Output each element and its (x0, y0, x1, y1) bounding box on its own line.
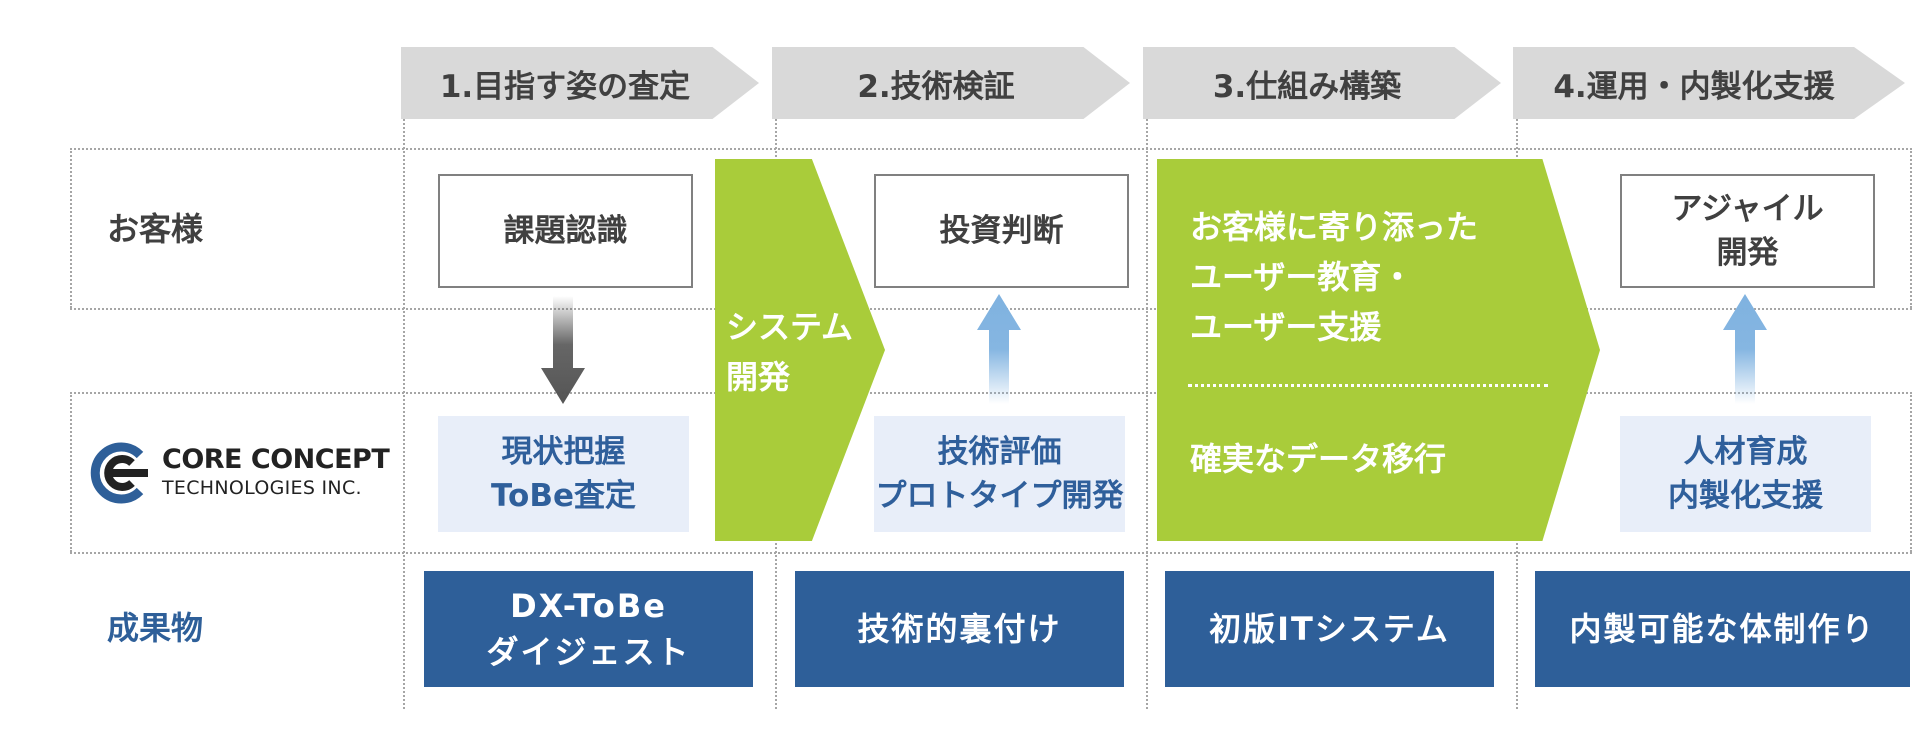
down-arrow-icon (541, 296, 585, 404)
system-dev-line2: 開発 (726, 358, 791, 396)
data-migration-label: 確実なデータ移行 (1190, 440, 1447, 478)
logo-mark-icon (90, 442, 148, 504)
deliverable-dx-tobe-line1: DX-ToBe (510, 587, 667, 625)
phase-2-label: 2.技術検証 (857, 68, 1015, 105)
deliverable-initial-system-text: 初版ITシステム (1209, 610, 1450, 648)
row-label-customer: お客様 (90, 195, 220, 259)
row-divider (70, 552, 1912, 554)
system-dev-line1: システム (726, 308, 854, 346)
deliverable-dx-tobe-line2: ダイジェスト (486, 633, 691, 671)
build-chevron (1157, 159, 1600, 541)
up-arrow-icon (1723, 294, 1767, 404)
deliverable-in-house: 内製可能な体制作り (1535, 571, 1910, 687)
investment-decision-text: 投資判断 (939, 213, 1064, 249)
tech-eval-box: 技術評価 プロトタイプ開発 (874, 416, 1125, 532)
phase-3-label: 3.仕組み構築 (1212, 68, 1402, 105)
frame-edge (70, 148, 72, 308)
system-dev-label: システム 開発 (726, 302, 886, 402)
row-label-outcome: 成果物 (90, 594, 220, 658)
company-logo: CORE CONCEPT TECHNOLOGIES INC. (88, 438, 390, 508)
logo-text-sub: TECHNOLOGIES INC. (162, 477, 362, 499)
agile-dev-box: アジャイル 開発 (1620, 174, 1875, 288)
column-divider (403, 119, 405, 709)
user-support-line2: ユーザー教育・ (1190, 258, 1414, 296)
deliverable-in-house-text: 内製可能な体制作り (1569, 610, 1876, 648)
tech-eval-line1: 技術評価 (937, 434, 1062, 470)
deliverable-dx-tobe: DX-ToBe ダイジェスト (424, 571, 753, 687)
phase-2-arrow: 2.技術検証 (772, 47, 1130, 119)
talent-dev-line1: 人材育成 (1683, 434, 1808, 470)
row-label-customer-text: お客様 (106, 210, 203, 248)
up-arrow-icon (977, 294, 1021, 404)
phase-1-label: 1.目指す姿の査定 (439, 68, 691, 105)
current-state-line1: 現状把握 (501, 434, 626, 470)
logo-text-main: CORE CONCEPT (162, 444, 390, 475)
agile-dev-line2: 開発 (1716, 235, 1779, 271)
talent-dev-box: 人材育成 内製化支援 (1620, 416, 1871, 532)
current-state-box: 現状把握 ToBe査定 (438, 416, 689, 532)
phase-4-arrow: 4.運用・内製化支援 (1513, 47, 1905, 119)
tech-eval-line2: プロトタイプ開発 (875, 478, 1124, 514)
phase-3-arrow: 3.仕組み構築 (1143, 47, 1501, 119)
build-divider (1188, 384, 1548, 387)
frame-edge (1910, 392, 1912, 552)
row-label-outcome-text: 成果物 (106, 609, 203, 647)
current-state-line2: ToBe査定 (491, 478, 636, 514)
deliverable-tech-backing-text: 技術的裏付け (857, 610, 1062, 648)
frame-edge (1910, 148, 1912, 308)
deliverable-tech-backing: 技術的裏付け (795, 571, 1124, 687)
phase-1-arrow: 1.目指す姿の査定 (401, 47, 759, 119)
issue-recognition-box: 課題認識 (438, 174, 693, 288)
user-support-line3: ユーザー支援 (1190, 308, 1382, 346)
user-support-line1: お客様に寄り添った (1190, 208, 1479, 246)
user-support-label: お客様に寄り添った ユーザー教育・ ユーザー支援 (1190, 202, 1540, 352)
column-divider (1146, 119, 1148, 709)
row-divider (70, 148, 1912, 150)
frame-edge (70, 392, 72, 552)
talent-dev-line2: 内製化支援 (1668, 478, 1823, 514)
agile-dev-line1: アジャイル (1671, 191, 1824, 227)
issue-recognition-text: 課題認識 (503, 213, 628, 249)
investment-decision-box: 投資判断 (874, 174, 1129, 288)
deliverable-initial-system: 初版ITシステム (1165, 571, 1494, 687)
phase-4-label: 4.運用・内製化支援 (1553, 68, 1835, 105)
